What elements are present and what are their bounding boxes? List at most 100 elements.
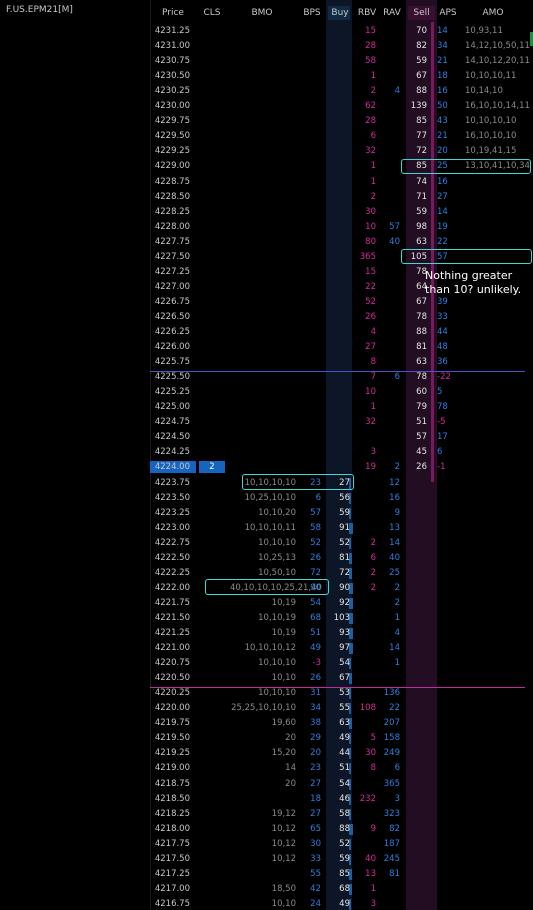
aps-cell[interactable]: 5 [437,387,443,397]
rbv-cell[interactable]: 2 [370,568,376,578]
buy-cell[interactable]: 52 [339,839,350,849]
sell-cell[interactable]: 88 [416,86,427,96]
amo-cell[interactable] [465,747,533,759]
rbv-cell[interactable]: 32 [365,417,376,427]
buy-cell[interactable]: 54 [339,779,350,789]
sell-cell[interactable]: 98 [416,222,427,232]
rav-cell[interactable]: 13 [389,523,400,533]
price-cell[interactable]: 4226.00 [154,342,190,352]
aps-cell[interactable]: 21 [437,56,448,66]
bps-cell[interactable] [298,461,321,473]
price-cell[interactable]: 4219.50 [154,733,190,743]
aps-cell[interactable]: -1 [437,462,446,472]
rbv-cell[interactable]: 232 [359,794,376,804]
sell-cell[interactable] [405,552,427,564]
rbv-cell[interactable]: 108 [359,703,376,713]
sell-cell[interactable] [405,672,427,684]
aps-cell[interactable] [437,793,461,805]
price-cell[interactable]: 4225.75 [154,357,190,367]
bps-cell[interactable]: 29 [310,733,321,743]
buy-cell[interactable] [326,130,350,142]
bps-cell[interactable] [298,55,321,67]
cls-cell[interactable] [200,778,224,790]
sell-cell[interactable]: 78 [416,312,427,322]
price-cell[interactable]: 4221.00 [154,643,190,653]
aps-cell[interactable] [437,883,461,895]
bmo-cell[interactable] [230,446,296,458]
price-cell[interactable]: 4223.50 [154,493,190,503]
amo-cell[interactable] [465,356,533,368]
bmo-cell[interactable] [230,40,296,52]
price-cell[interactable]: 4217.25 [154,869,190,879]
sell-cell[interactable]: 85 [416,161,427,171]
bmo-cell[interactable]: 20 [285,779,296,789]
bps-cell[interactable] [298,431,321,443]
bps-cell[interactable]: 18 [310,794,321,804]
column-header-sell[interactable]: Sell [413,8,430,18]
bps-cell[interactable] [298,416,321,428]
bmo-cell[interactable] [230,356,296,368]
cls-cell[interactable] [200,552,224,564]
price-cell[interactable]: 4230.75 [154,56,190,66]
rav-cell[interactable] [378,130,400,142]
rav-cell[interactable] [378,266,400,278]
bmo-cell[interactable] [230,221,296,233]
sell-cell[interactable]: 85 [416,116,427,126]
amo-cell[interactable] [465,507,533,519]
rbv-cell[interactable] [354,642,376,654]
rav-cell[interactable]: 40 [389,237,400,247]
bps-cell[interactable]: 31 [310,688,321,698]
rav-cell[interactable]: 9 [394,508,400,518]
cls-cell[interactable] [200,793,224,805]
buy-cell[interactable] [326,371,350,383]
buy-cell[interactable]: 56 [339,493,350,503]
sell-cell[interactable]: 79 [416,402,427,412]
amo-cell[interactable]: 10,10,10,11 [465,71,517,81]
bps-cell[interactable]: 49 [310,643,321,653]
rav-cell[interactable] [378,145,400,157]
price-cell[interactable]: 4222.25 [154,568,190,578]
amo-cell[interactable] [465,326,533,338]
sell-cell[interactable] [405,717,427,729]
bmo-cell[interactable]: 19,60 [271,718,296,728]
aps-cell[interactable] [437,732,461,744]
bps-cell[interactable] [298,296,321,308]
bmo-cell[interactable]: 19,12 [271,809,296,819]
price-cell[interactable]: 4230.25 [154,86,190,96]
bps-cell[interactable]: 26 [310,673,321,683]
bps-cell[interactable]: 30 [310,839,321,849]
rav-cell[interactable]: 12 [389,478,400,488]
cls-cell[interactable] [200,206,224,218]
aps-cell[interactable]: 22 [437,237,448,247]
rbv-cell[interactable]: 7 [370,372,376,382]
buy-cell[interactable] [326,55,350,67]
aps-cell[interactable] [437,747,461,759]
bps-cell[interactable] [298,191,321,203]
buy-cell[interactable]: 55 [339,703,350,713]
rbv-cell[interactable] [354,431,376,443]
bps-cell[interactable]: 72 [310,568,321,578]
amo-cell[interactable] [465,176,533,188]
cls-cell[interactable] [200,416,224,428]
bmo-cell[interactable] [230,281,296,293]
sell-cell[interactable]: 59 [416,207,427,217]
sell-cell[interactable]: 72 [416,146,427,156]
buy-cell[interactable] [326,461,350,473]
sell-cell[interactable]: 59 [416,56,427,66]
bps-cell[interactable] [298,371,321,383]
rbv-cell[interactable]: 27 [365,342,376,352]
buy-cell[interactable]: 58 [339,809,350,819]
amo-cell[interactable] [465,762,533,774]
aps-cell[interactable] [437,778,461,790]
